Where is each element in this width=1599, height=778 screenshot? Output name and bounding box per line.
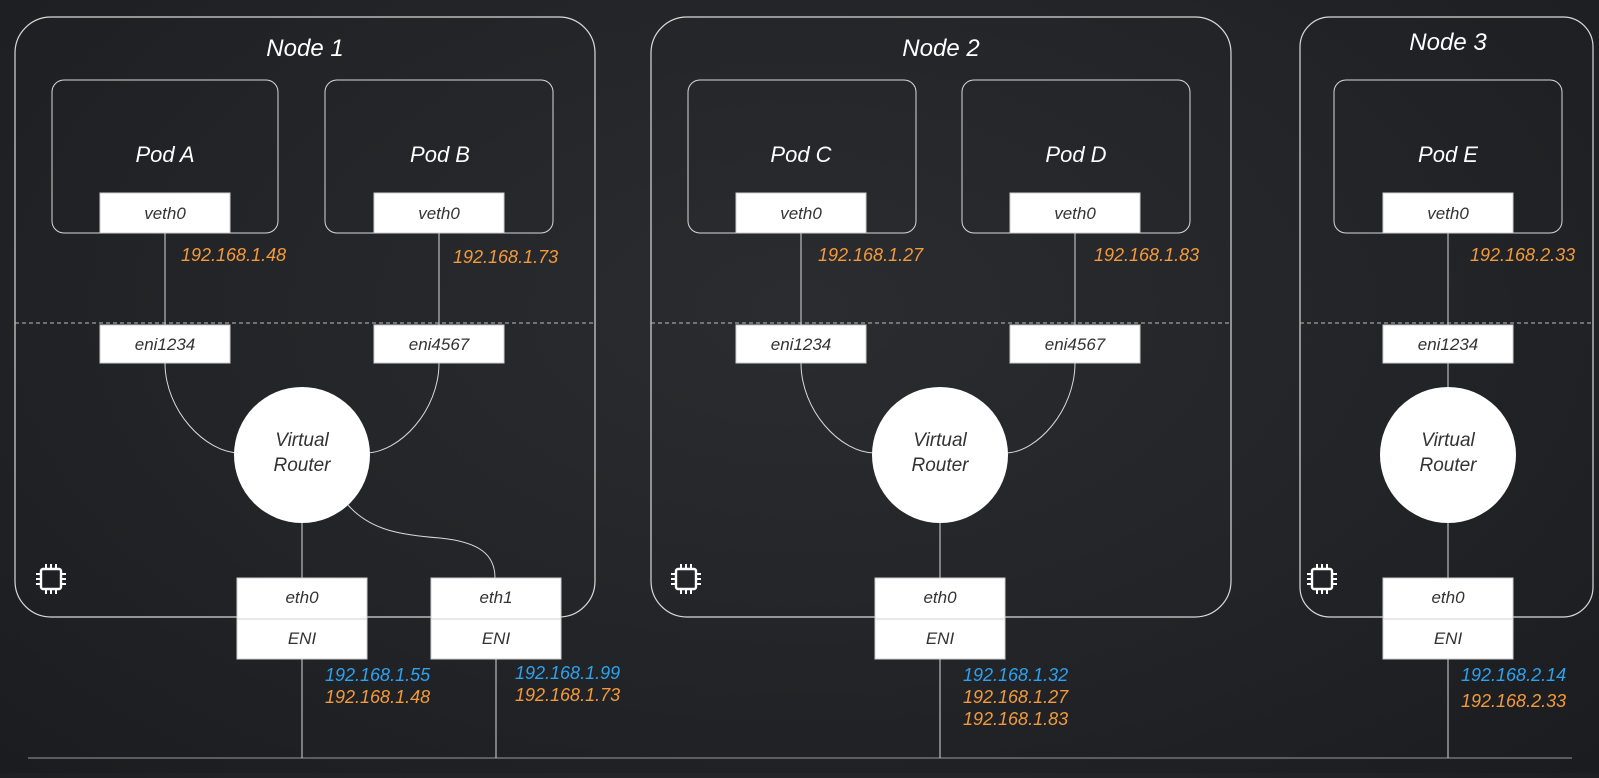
virtual-router-node-3 xyxy=(1380,387,1516,523)
eth1-secondary-ip: 192.168.1.73 xyxy=(515,685,620,705)
eni-box-node-3 xyxy=(1382,618,1514,660)
eth1-box xyxy=(430,577,562,620)
pod-a-title: Pod A xyxy=(135,142,194,167)
node-2-frame xyxy=(650,16,1232,618)
pod-e-veth-box xyxy=(1382,192,1514,234)
eni1234-box xyxy=(99,324,231,364)
eth1-primary-ip: 192.168.1.99 xyxy=(515,663,620,683)
pod-b-veth-box xyxy=(373,192,505,234)
eni-box xyxy=(236,618,368,660)
cpu-chip-icon xyxy=(669,562,703,596)
pod-e-title: Pod E xyxy=(1418,142,1478,167)
pod-a-veth-label: veth0 xyxy=(144,204,186,223)
eth0-box-node-2 xyxy=(874,577,1006,620)
pod-b-ip: 192.168.1.73 xyxy=(453,247,558,267)
node-2-eth0-secondary-ip-2: 192.168.1.83 xyxy=(963,709,1068,729)
pod-c-veth-box xyxy=(735,192,867,234)
node-1: Node 1 Pod A veth0 Pod B veth0 192.168.1… xyxy=(14,16,620,758)
pod-b-title: Pod B xyxy=(410,142,470,167)
cpu-chip-icon xyxy=(1305,562,1339,596)
pod-b-veth-label: veth0 xyxy=(418,204,460,223)
virtual-router-node-2 xyxy=(872,387,1008,523)
pod-e-veth-label: veth0 xyxy=(1427,204,1469,223)
pod-c-ip: 192.168.1.27 xyxy=(818,245,924,265)
eni1234-box-2 xyxy=(735,324,867,364)
pod-d-veth-label: veth0 xyxy=(1054,204,1096,223)
cpu-chip-icon xyxy=(34,562,68,596)
pod-d-title: Pod D xyxy=(1045,142,1106,167)
pod-d-ip: 192.168.1.83 xyxy=(1094,245,1199,265)
pod-c-title: Pod C xyxy=(770,142,831,167)
eth0-primary-ip: 192.168.1.55 xyxy=(325,665,431,685)
router-label-line-1-node-3: Virtual xyxy=(1421,430,1475,451)
eni1234-label-3: eni1234 xyxy=(1418,335,1479,354)
node-3: Node 3 Pod E veth0 192.168.2.33 eni1234 … xyxy=(1299,16,1594,758)
pod-e-ip: 192.168.2.33 xyxy=(1470,245,1575,265)
eni1234-label: eni1234 xyxy=(135,335,196,354)
pod-a-ip: 192.168.1.48 xyxy=(181,245,286,265)
node-3-title: Node 3 xyxy=(1409,29,1487,56)
router-label-line-2-node-3: Router xyxy=(1419,455,1477,476)
node-2-title: Node 2 xyxy=(902,35,979,62)
eth0-secondary-ip: 192.168.1.48 xyxy=(325,687,430,707)
eni-label: ENI xyxy=(288,629,317,648)
node-2-eth0-secondary-ip-1: 192.168.1.27 xyxy=(963,687,1069,707)
pod-d-veth-box xyxy=(1009,192,1141,234)
eni4567-label: eni4567 xyxy=(409,335,470,354)
pod-c-veth-label: veth0 xyxy=(780,204,822,223)
node-3-frame xyxy=(1299,16,1594,618)
eth0-box-node-3 xyxy=(1382,577,1514,620)
eth0-label: eth0 xyxy=(285,588,319,607)
eth0-label-node-3: eth0 xyxy=(1431,588,1465,607)
node-3-eth0-primary-ip: 192.168.2.14 xyxy=(1461,665,1566,685)
virtual-router-node-1 xyxy=(234,387,370,523)
eth0-label-node-2: eth0 xyxy=(923,588,957,607)
router-label-line-1: Virtual xyxy=(275,430,329,451)
router-label-line-2-node-2: Router xyxy=(911,455,969,476)
node-1-title: Node 1 xyxy=(266,35,343,62)
node-3-eth0-secondary-ip: 192.168.2.33 xyxy=(1461,691,1566,711)
eni4567-label-2: eni4567 xyxy=(1045,335,1106,354)
eni4567-box xyxy=(373,324,505,364)
eni1234-label-2: eni1234 xyxy=(771,335,832,354)
eni1234-box-3 xyxy=(1382,324,1514,364)
pod-a-veth-box xyxy=(99,192,231,234)
eth1-label: eth1 xyxy=(479,588,512,607)
eni-label-2: ENI xyxy=(482,629,511,648)
node-2: Node 2 Pod C veth0 Pod D veth0 192.168.1… xyxy=(650,16,1232,758)
router-label-line-1-node-2: Virtual xyxy=(913,430,967,451)
router-label-line-2: Router xyxy=(273,455,331,476)
node-2-eth0-primary-ip: 192.168.1.32 xyxy=(963,665,1068,685)
eni-label-node-3: ENI xyxy=(1434,629,1463,648)
eni-box-node-2 xyxy=(874,618,1006,660)
eni-box-2 xyxy=(430,618,562,660)
node-1-frame xyxy=(14,16,596,618)
eni-label-node-2: ENI xyxy=(926,629,955,648)
